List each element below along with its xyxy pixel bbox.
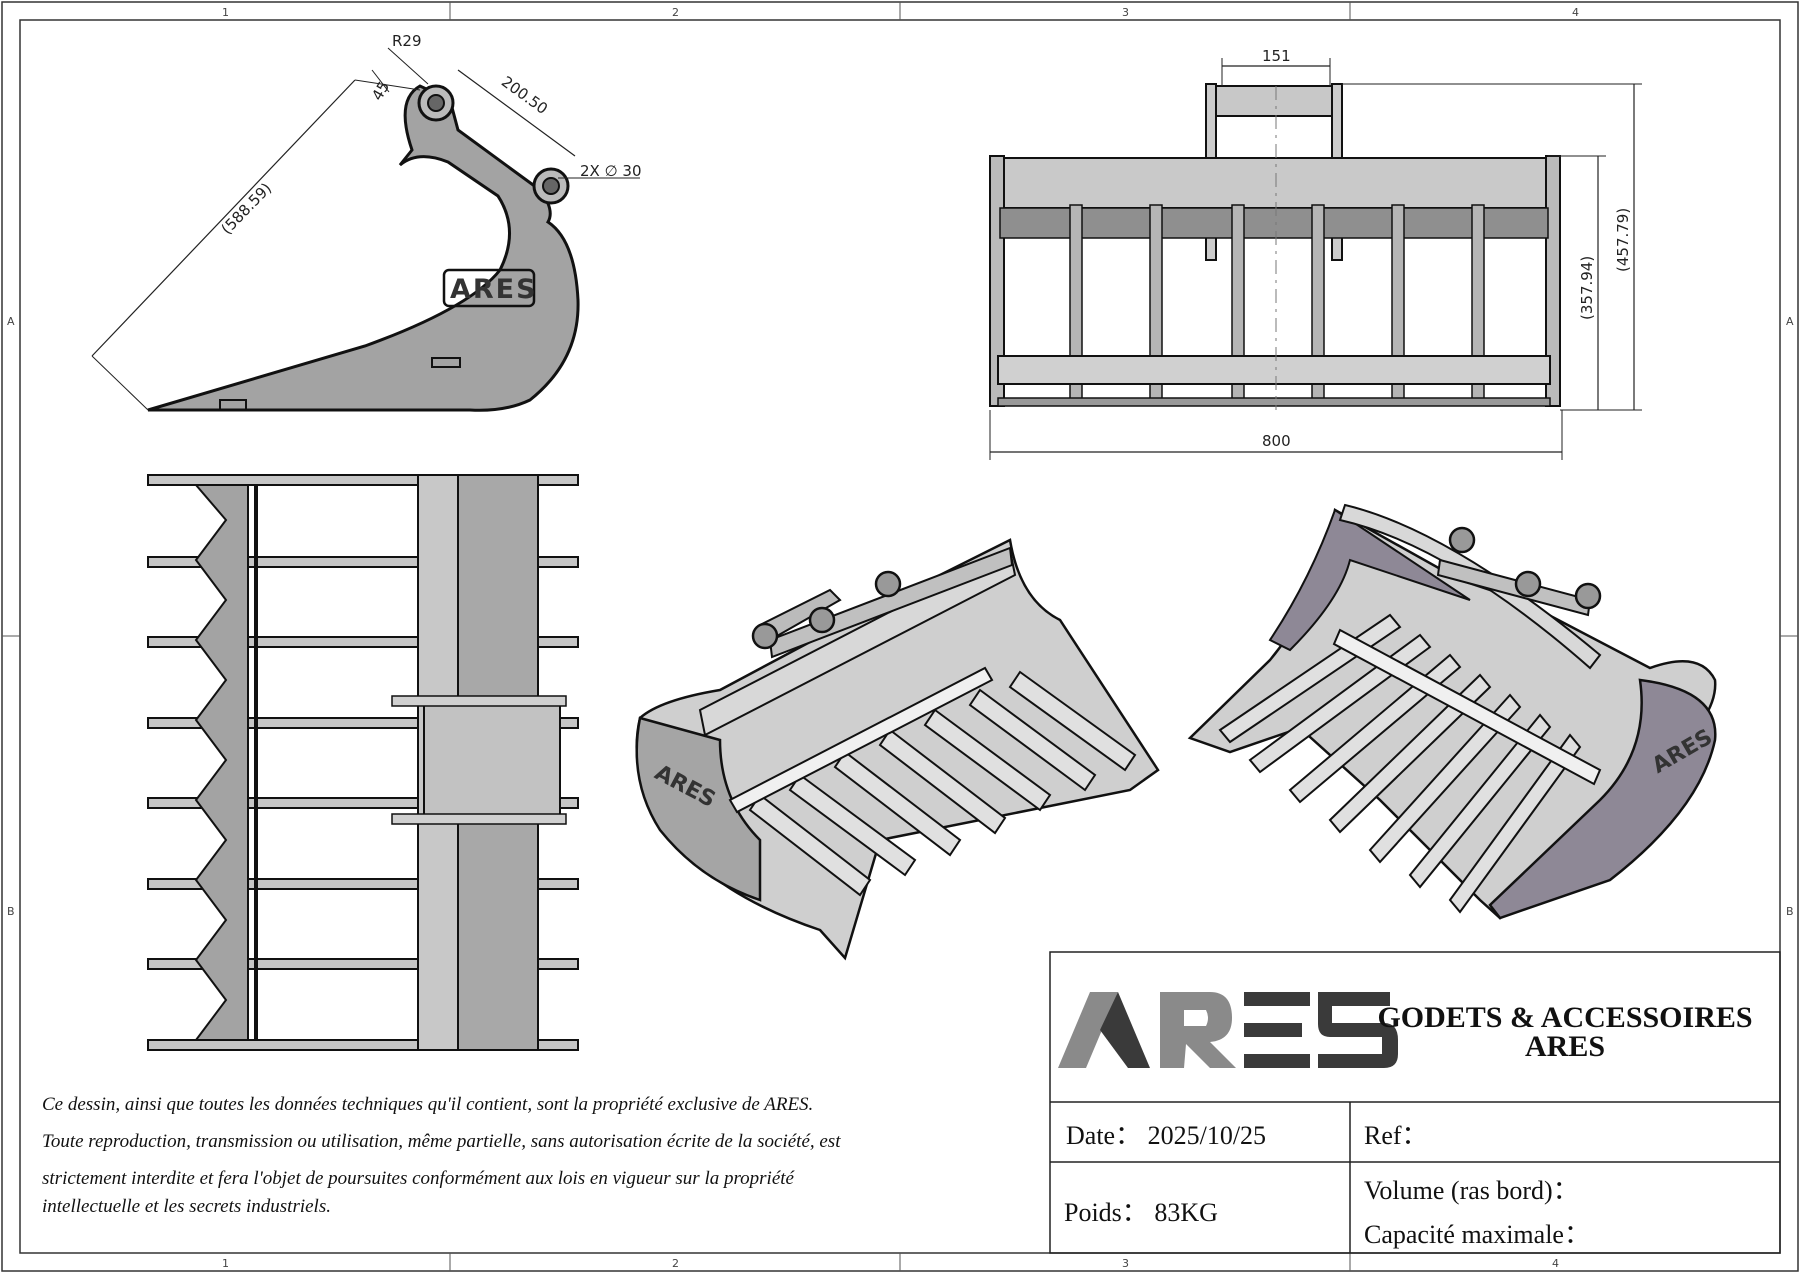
- company-title: GODETS & ACCESSOIRES ARES: [1350, 1001, 1780, 1063]
- iso1-pin-right: [874, 570, 902, 598]
- side-tab: [219, 399, 247, 411]
- weight-field: Poids： 83KG: [1064, 1192, 1218, 1229]
- side-view: ARES R29 45 200.50 2X ∅ 30 (588.59): [91, 32, 642, 412]
- title-block: [1049, 951, 1781, 1254]
- iso1-side-plate: [635, 716, 762, 902]
- top-view: [147, 474, 579, 1051]
- ref-label: Ref：: [1364, 1121, 1428, 1150]
- iso2-cross-bar: [1332, 628, 1602, 786]
- upper-pin-hole: [427, 94, 445, 112]
- side-logo-text: ARES: [450, 274, 538, 305]
- front-view: 151 800 (357.94) (457.79): [989, 47, 1642, 460]
- top-teeth-plate: [193, 484, 249, 1041]
- date-label: Date：: [1066, 1121, 1142, 1150]
- company-title-line1: GODETS & ACCESSOIRES: [1377, 1001, 1753, 1034]
- side-plate: [147, 84, 580, 412]
- zone-label-col-4-bottom: 4: [1552, 1257, 1559, 1270]
- dim-line-pin-spacing: [457, 69, 576, 157]
- front-top-pin: [1209, 85, 1339, 117]
- iso1-cross-bar: [728, 666, 994, 814]
- zone-label-row-a-right: A: [1786, 315, 1794, 328]
- top-coupler: [423, 699, 561, 821]
- side-logo-plate: [442, 268, 536, 308]
- date-value: 2025/10/25: [1147, 1121, 1267, 1150]
- notice-line-2: Toute reproduction, transmission ou util…: [42, 1131, 841, 1152]
- iso2-side-plate: [1488, 678, 1717, 920]
- lower-pin-hole: [542, 177, 560, 195]
- zone-label-col-1-top: 1: [222, 6, 229, 19]
- zone-label-col-1-bottom: 1: [222, 1257, 229, 1270]
- dim-top-width: 151: [1262, 47, 1291, 65]
- zone-label-row-b-left: B: [7, 905, 15, 918]
- logo-a-stroke-right: [1100, 992, 1150, 1068]
- date-field: Date： 2025/10/25: [1066, 1115, 1266, 1152]
- zone-label-col-4-top: 4: [1572, 6, 1579, 19]
- zone-label-col-2-top: 2: [672, 6, 679, 19]
- dim-pin-spacing: 200.50: [498, 73, 551, 118]
- notice-line-1: Ce dessin, ainsi que toutes les données …: [42, 1094, 814, 1115]
- front-top-beam: [999, 157, 1549, 209]
- iso1-tines: [748, 670, 1137, 897]
- logo-a-stroke-left: [1058, 992, 1118, 1068]
- capacity-label: Capacité maximale：: [1364, 1220, 1590, 1249]
- iso1-pin-left: [751, 622, 779, 650]
- volume-label: Volume (ras bord)：: [1364, 1176, 1579, 1205]
- iso2-pin-right: [1574, 582, 1602, 610]
- iso-view-rear: ARES: [1187, 503, 1717, 920]
- zone-label-row-a-left: A: [7, 315, 15, 328]
- iso2-top-beam: [1338, 503, 1602, 670]
- logo-e: [1244, 992, 1310, 1068]
- dim-line-overall-length: [91, 79, 356, 357]
- dim-depth-inner: (357.94): [1578, 256, 1596, 320]
- zone-label-col-3-top: 3: [1122, 6, 1129, 19]
- dim-angle-offset: 45: [368, 78, 393, 104]
- iso2-inner-plate: [1268, 508, 1471, 652]
- dim-overall-length: (588.59): [218, 179, 276, 238]
- logo-s: [1318, 992, 1398, 1068]
- zone-label-row-b-right: B: [1786, 905, 1794, 918]
- zone-label-col-3-bottom: 3: [1122, 1257, 1129, 1270]
- dim-pin-diameter: 2X ∅ 30: [580, 162, 642, 180]
- notice-line-4: intellectuelle et les secrets industriel…: [42, 1196, 331, 1217]
- top-tines: [147, 474, 579, 1051]
- dim-radius: R29: [392, 32, 422, 50]
- dim-width: 800: [1262, 432, 1291, 450]
- zone-label-col-2-bottom: 2: [672, 1257, 679, 1270]
- company-title-line2: ARES: [1524, 1030, 1606, 1063]
- logo-r: [1160, 992, 1236, 1068]
- side-slot: [431, 357, 461, 368]
- iso2-pin-left: [1448, 526, 1476, 554]
- notice-line-3: strictement interdite et fera l'objet de…: [42, 1168, 794, 1189]
- weight-value: 83KG: [1154, 1198, 1218, 1227]
- front-bottom-bar: [997, 355, 1551, 385]
- ares-logo: [1058, 992, 1398, 1068]
- dim-depth-outer: (457.79): [1614, 208, 1632, 272]
- iso-view-front: ARES: [635, 538, 1160, 961]
- weight-label: Poids：: [1064, 1198, 1148, 1227]
